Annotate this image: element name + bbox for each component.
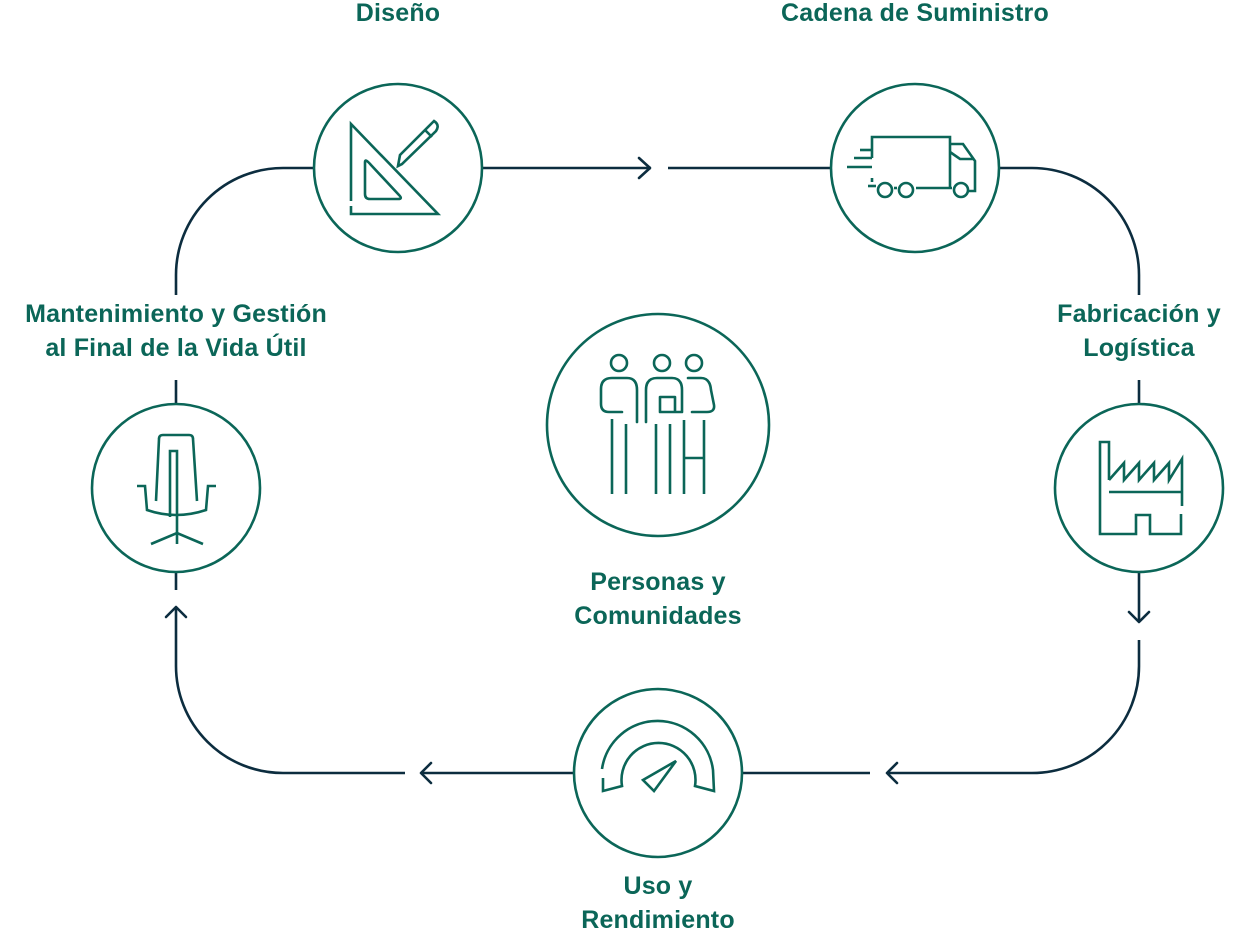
center-label-people-line-2: Comunidades (574, 602, 742, 630)
arrow-down-icon (1127, 610, 1151, 624)
set-square-pencil-icon (349, 119, 442, 216)
stage-label-design: Diseño (298, 0, 498, 30)
factory-icon (1098, 440, 1184, 536)
node-people (545, 312, 771, 538)
arrow-right-icon (637, 156, 652, 180)
stage-label-use-line-2: Rendimiento (581, 906, 735, 934)
stage-label-manufacturing-line-1: Fabricación y (1057, 300, 1221, 328)
connector-gap-segment-bottom-left (174, 607, 405, 775)
stage-label-use-line-1: Uso y (623, 872, 693, 900)
node-maintenance (90, 402, 262, 574)
arrow-left-icon (419, 761, 433, 785)
stage-label-maintenance-line-2: al Final de la Vida Útil (45, 334, 307, 362)
office-chair-icon (137, 433, 216, 546)
arrow-up-icon (164, 605, 188, 619)
node-supply-ring (829, 82, 1001, 254)
stage-label-manufacturing-line-2: Logística (1083, 334, 1195, 362)
node-manufacturing-ring (1053, 402, 1225, 574)
connector-manufacturing-to-use (887, 640, 1141, 775)
connector-maintenance-to-design (174, 166, 315, 295)
node-manufacturing (1053, 402, 1225, 574)
delivery-truck-icon (847, 135, 977, 199)
people-group-icon (599, 353, 716, 494)
arrow-left-icon (885, 761, 899, 785)
node-supply (829, 82, 1001, 254)
stage-label-supply: Cadena de Suministro (715, 0, 1115, 30)
stage-label-maintenance: Mantenimiento y Gestión al Final de la V… (0, 297, 362, 365)
stage-label-maintenance-line-1: Mantenimiento y Gestión (25, 300, 327, 328)
center-label-people: Personas y Comunidades (528, 565, 788, 633)
stage-label-supply-line-1: Cadena de Suministro (781, 0, 1049, 27)
stage-label-design-line-1: Diseño (355, 0, 441, 27)
stage-label-use: Uso y Rendimiento (548, 869, 768, 937)
speedometer-gauge-icon (600, 719, 716, 793)
center-label-people-line-1: Personas y (590, 568, 726, 596)
stage-label-manufacturing: Fabricación y Logística (1034, 297, 1234, 365)
node-design-ring (312, 82, 484, 254)
node-use-ring (572, 687, 744, 859)
connectors (164, 156, 1151, 785)
node-design (312, 82, 484, 254)
node-use (572, 687, 744, 859)
node-people-ring (545, 312, 771, 538)
connector-supply-to-manufacturing (998, 166, 1141, 295)
